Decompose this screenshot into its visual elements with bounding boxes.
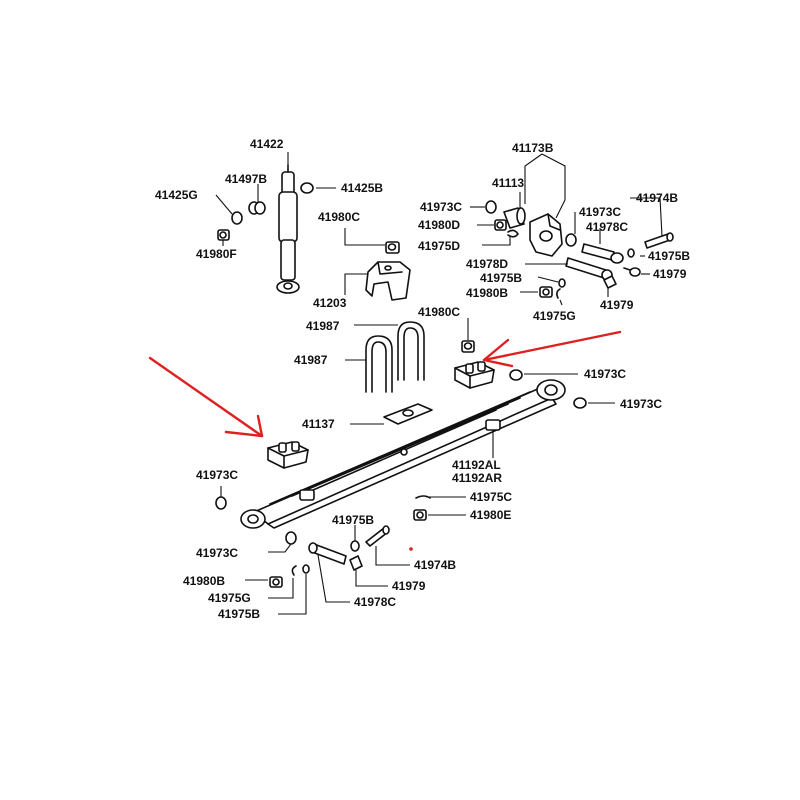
grease-nipple-41979-b — [603, 275, 617, 289]
label-41980B-top: 41980B — [466, 286, 508, 300]
label-41192AL: 41192AL — [452, 458, 501, 472]
shock-bushing-41425B — [300, 182, 314, 194]
label-41973C-f: 41973C — [196, 546, 238, 560]
bump-stop-right — [454, 361, 495, 389]
label-41980E: 41980E — [470, 508, 511, 522]
shock-absorber — [276, 164, 300, 294]
bolt-41974B-top — [644, 232, 674, 249]
clip-41975B-b — [558, 278, 566, 288]
label-41987-b: 41987 — [294, 353, 328, 367]
u-bolt-41987-b — [365, 335, 393, 393]
label-41192AR: 41192AR — [452, 471, 502, 485]
bushing-41113 — [503, 207, 526, 229]
nut-41980B-bottom — [269, 576, 283, 588]
label-41973C-e: 41973C — [196, 468, 238, 482]
washer-41973C-d — [573, 397, 587, 409]
clip-41975B-c — [350, 540, 360, 552]
nut-41980B-top — [539, 286, 553, 298]
leaf-spring-41192 — [240, 379, 566, 529]
nut-41980C-top — [385, 241, 400, 254]
label-41497B: 41497B — [225, 172, 267, 186]
clip-41975G-bottom — [291, 565, 297, 576]
red-arrows — [148, 330, 622, 551]
spring-shackle-41173B — [529, 213, 563, 257]
washer-41973C-c — [509, 369, 523, 381]
label-41425B: 41425B — [341, 181, 383, 195]
label-41975B-c: 41975B — [332, 513, 374, 527]
label-41203: 41203 — [313, 296, 347, 310]
clip-41975B-d — [302, 564, 310, 574]
u-bolt-41987-a — [397, 321, 425, 381]
grease-nipple-41979-a — [623, 267, 641, 277]
washer-41973C-f — [285, 531, 297, 545]
label-41978C-bottom: 41978C — [354, 595, 396, 609]
washer-41973C-e — [215, 496, 227, 510]
label-41973C-d: 41973C — [620, 397, 662, 411]
label-41979-a: 41979 — [653, 267, 687, 281]
washer-41973C-a — [485, 200, 497, 214]
bracket-41203 — [365, 261, 411, 301]
clip-41975B-a — [627, 248, 635, 258]
bolt-41974B-bottom — [365, 525, 390, 547]
spring-plate-41137 — [383, 403, 433, 425]
bump-stop-left — [267, 441, 309, 469]
label-41422: 41422 — [250, 137, 284, 151]
label-41973C-c: 41973C — [584, 367, 626, 381]
label-41980C-top: 41980C — [318, 210, 360, 224]
label-41973C-a: 41973C — [420, 200, 462, 214]
label-41987-a: 41987 — [306, 319, 340, 333]
nut-41980D — [494, 219, 507, 231]
nut-41980E — [413, 509, 427, 521]
shock-bushing-41425G — [231, 211, 243, 225]
label-41975B-d: 41975B — [218, 607, 260, 621]
label-41113: 41113 — [492, 176, 524, 190]
label-41975D: 41975D — [418, 239, 460, 253]
label-41975G-bottom: 41975G — [208, 591, 251, 605]
nut-41980F — [217, 229, 230, 241]
shock-washer-41497B — [248, 201, 266, 215]
label-41978D: 41978D — [466, 257, 508, 271]
grease-nipple-41979-c — [349, 555, 363, 571]
label-41980D: 41980D — [418, 218, 460, 232]
pin-41978C-bottom — [308, 542, 347, 565]
label-41978C-top: 41978C — [586, 220, 628, 234]
arrow-to-right-bump-stop — [482, 330, 622, 368]
arrow-to-left-bump-stop — [148, 356, 264, 438]
label-41975B-a: 41975B — [648, 249, 690, 263]
pin-41978C-top — [581, 243, 624, 264]
label-41975G-top: 41975G — [533, 309, 576, 323]
label-41980F: 41980F — [196, 247, 237, 261]
washer-41973C-b — [565, 233, 577, 247]
label-41979-b: 41979 — [600, 298, 634, 312]
nut-41980C-mid — [461, 340, 475, 353]
part-labels: 41422 41497B 41425G 41425B 41980F 41980C… — [155, 137, 690, 621]
clip-41975D — [507, 229, 519, 238]
label-41980C-mid: 41980C — [418, 305, 460, 319]
label-41425G: 41425G — [155, 188, 198, 202]
label-41975B-b: 41975B — [480, 271, 522, 285]
label-41973C-b: 41973C — [579, 205, 621, 219]
pin-41978D — [565, 257, 613, 281]
label-41980B-bottom: 41980B — [183, 574, 225, 588]
red-dot-marker — [409, 547, 413, 551]
label-41979-c: 41979 — [392, 579, 426, 593]
label-41173B: 41173B — [512, 141, 554, 155]
label-41974B-bottom: 41974B — [414, 558, 456, 572]
label-41137: 41137 — [302, 417, 335, 431]
leader-lines — [215, 152, 663, 615]
clip-41975G-top — [556, 288, 561, 299]
label-41974B-top: 41974B — [636, 191, 678, 205]
label-41975C: 41975C — [470, 490, 512, 504]
